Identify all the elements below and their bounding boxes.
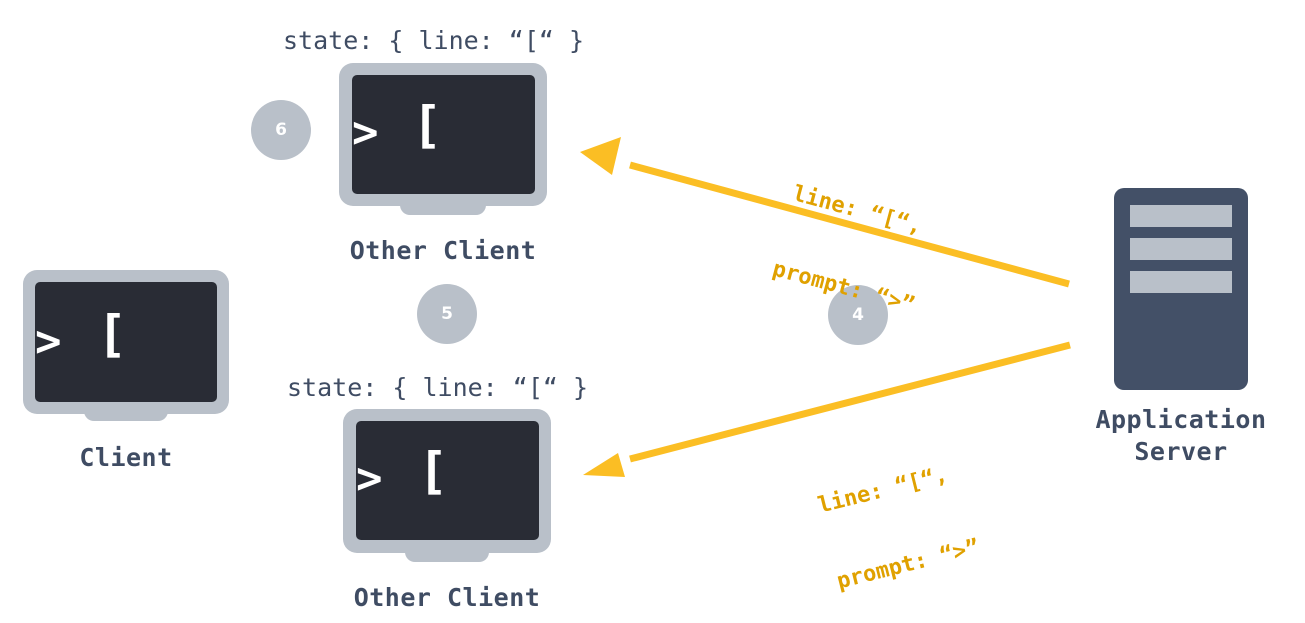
client-state-text: state: { line: “[“ } (287, 373, 589, 402)
prompt-symbol: > (35, 316, 62, 367)
server-slot-1 (1130, 205, 1232, 227)
server-icon (1114, 188, 1248, 390)
other-client-bottom-terminal-screen: > [ (356, 421, 539, 540)
typed-line: [ (412, 96, 443, 154)
message-prompt: prompt: “>” (769, 256, 918, 319)
step-badge-4: 4 (828, 285, 888, 345)
server-slot-2 (1130, 238, 1232, 260)
other-client-bottom-label: Other Client (353, 583, 541, 612)
typed-line: [ (418, 442, 449, 500)
step-badge-6: 6 (251, 100, 311, 160)
other-client-top-terminal-screen: > [ (352, 75, 535, 194)
client-state-text: state: { line: “[“ } (283, 26, 585, 55)
server-label-line2: Server (1134, 437, 1228, 466)
message-line: line: “[“, (790, 181, 925, 240)
arrow-server-to-top-client (580, 137, 1070, 288)
client-terminal-screen: > [ (35, 282, 217, 402)
server-slot-3 (1130, 271, 1232, 293)
message-line: line: “[“, (815, 462, 951, 519)
prompt-symbol: > (352, 107, 379, 158)
arrow-server-to-bottom-client (583, 341, 1071, 477)
monitor-stand (405, 550, 489, 562)
other-client-top-label: Other Client (349, 236, 537, 265)
server-label: Application Server (1081, 404, 1281, 468)
client-label: Client (79, 443, 173, 472)
message-prompt: prompt: “>” (834, 534, 982, 595)
typed-line: [ (97, 305, 128, 363)
server-label-line1: Application (1095, 405, 1267, 434)
prompt-symbol: > (356, 453, 383, 504)
step-badge-5: 5 (417, 284, 477, 344)
